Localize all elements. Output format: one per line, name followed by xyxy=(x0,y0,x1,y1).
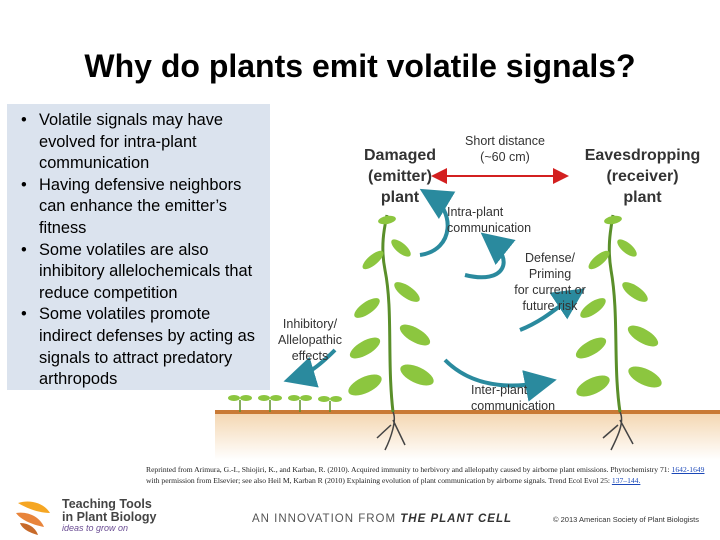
emitter-heading-line: (emitter) xyxy=(355,166,445,187)
emitter-heading-line: Damaged xyxy=(355,145,445,166)
receiver-heading-line: (receiver) xyxy=(575,166,710,187)
inter-plant-label: Inter-plant communication xyxy=(471,382,571,414)
inhibitory-line: Allelopathic xyxy=(270,332,350,348)
inhibitory-label: Inhibitory/ Allelopathic effects xyxy=(270,316,350,364)
citation-link-1[interactable]: 1642-1649 xyxy=(672,465,705,474)
soil-band xyxy=(215,412,720,460)
copyright: © 2013 American Society of Plant Biologi… xyxy=(553,515,699,524)
short-distance-label: Short distance (~60 cm) xyxy=(460,133,550,165)
plant-communication-figure: Damaged (emitter) plant Eavesdropping (r… xyxy=(215,120,720,460)
defense-line: Defense/ xyxy=(505,250,595,266)
footer: Teaching Tools in Plant Biology ideas to… xyxy=(0,495,720,540)
logo-tagline: ideas to grow on xyxy=(62,523,128,533)
page-title: Why do plants emit volatile signals? xyxy=(0,48,720,85)
receiver-heading-line: plant xyxy=(575,187,710,208)
defense-line: for current or xyxy=(505,282,595,298)
emitter-heading-line: plant xyxy=(355,187,445,208)
citation: Reprinted from Arimura, G.-I., Shiojiri,… xyxy=(146,464,716,486)
inter-plant-line: Inter-plant xyxy=(471,382,571,398)
citation-text: Reprinted from Arimura, G.-I., Shiojiri,… xyxy=(146,465,670,474)
emitter-heading: Damaged (emitter) plant xyxy=(355,145,445,208)
receiver-heading: Eavesdropping (receiver) plant xyxy=(575,145,710,208)
defense-line: Priming xyxy=(505,266,595,282)
logo-text: Teaching Tools in Plant Biology xyxy=(62,498,222,524)
short-distance-line: (~60 cm) xyxy=(460,149,550,165)
tagline-brand: THE PLANT CELL xyxy=(400,513,512,525)
inter-plant-line: communication xyxy=(471,398,571,414)
receiver-heading-line: Eavesdropping xyxy=(575,145,710,166)
intra-plant-label: Intra-plant communication xyxy=(447,204,547,236)
citation-text-2: with permission from Elsevier; see also … xyxy=(146,476,612,485)
innovation-tagline: AN INNOVATION FROM THE PLANT CELL xyxy=(252,513,512,525)
short-distance-line: Short distance xyxy=(460,133,550,149)
tagline-prefix: AN INNOVATION FROM xyxy=(252,513,400,525)
inhibitory-line: Inhibitory/ xyxy=(270,316,350,332)
defense-label: Defense/ Priming for current or future r… xyxy=(505,250,595,314)
intra-plant-line: communication xyxy=(447,220,547,236)
defense-line: future risk xyxy=(505,298,595,314)
intra-plant-line: Intra-plant xyxy=(447,204,547,220)
inter-plant-arrow xyxy=(465,240,504,277)
citation-link-2[interactable]: 137–144. xyxy=(612,476,640,485)
inhibitory-line: effects xyxy=(270,348,350,364)
seedlings xyxy=(228,395,342,412)
teaching-tools-logo-icon xyxy=(10,497,60,537)
